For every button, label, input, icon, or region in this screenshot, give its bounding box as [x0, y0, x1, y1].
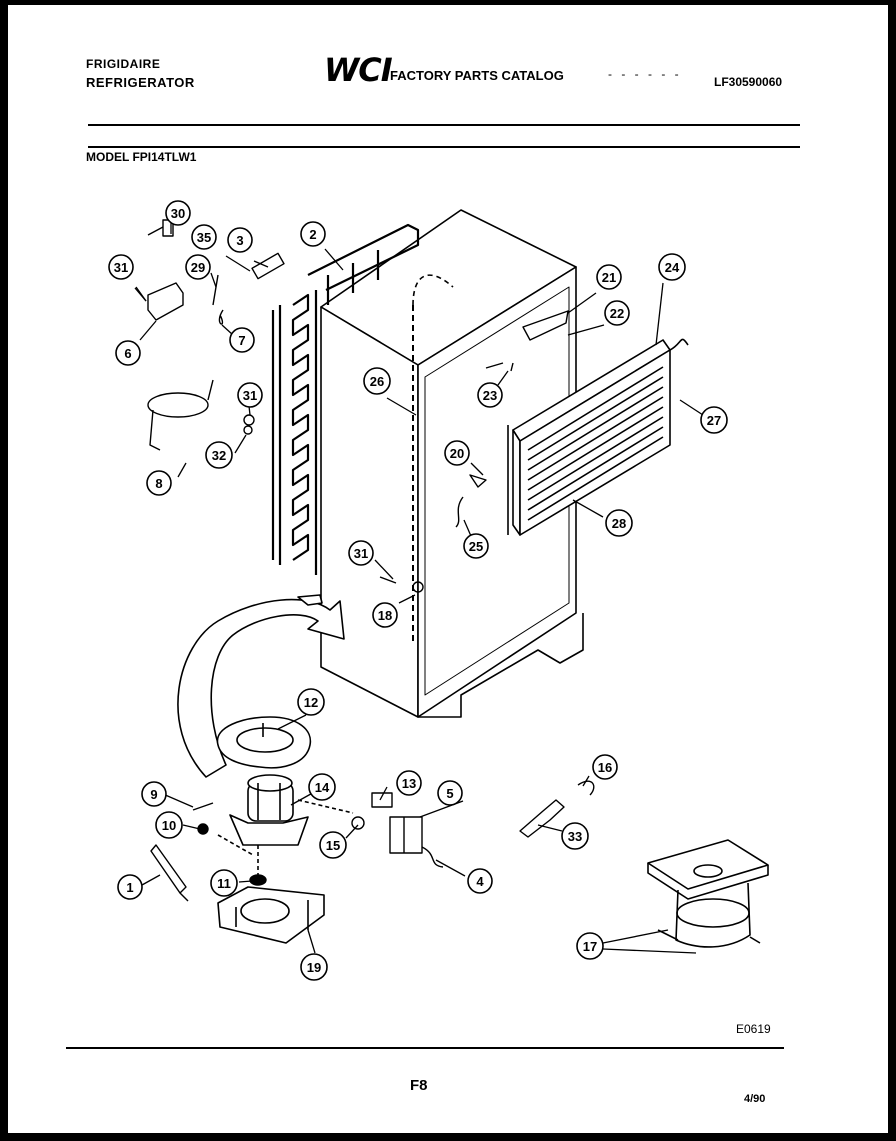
cabinet-drawing	[320, 209, 584, 718]
footer-rule	[66, 1047, 784, 1049]
callout-1: 1	[117, 874, 143, 900]
callout-28: 28	[605, 509, 633, 537]
callout-3: 3	[227, 227, 253, 253]
model-number: MODEL FPI14TLW1	[86, 150, 197, 164]
condenser-coil-drawing	[271, 223, 420, 575]
callout-13: 13	[396, 770, 422, 796]
header-rule-bottom	[88, 146, 800, 148]
callout-18: 18	[372, 602, 398, 628]
svg-text:9: 9	[150, 787, 157, 802]
product-type: REFRIGERATOR	[86, 75, 195, 90]
drawing-code: E0619	[736, 1022, 771, 1036]
compressor-drawing	[217, 774, 354, 877]
leader-lines	[134, 223, 704, 954]
svg-text:29: 29	[191, 260, 205, 275]
callout-9: 9	[141, 781, 167, 807]
callout-22: 22	[604, 300, 630, 326]
callout-4: 4	[467, 868, 493, 894]
svg-text:18: 18	[378, 608, 392, 623]
svg-text:35: 35	[197, 230, 211, 245]
svg-text:4: 4	[476, 874, 484, 889]
callout-25: 25	[463, 533, 489, 559]
svg-text:33: 33	[568, 829, 582, 844]
brand-name: FRIGIDAIRE	[86, 57, 161, 71]
svg-text:31: 31	[243, 388, 257, 403]
page-number: F8	[410, 1077, 428, 1094]
svg-text:17: 17	[583, 939, 597, 954]
svg-text:22: 22	[610, 306, 624, 321]
callout-15: 15	[319, 831, 347, 859]
evaporator-drawing	[507, 338, 689, 536]
svg-text:15: 15	[326, 838, 340, 853]
svg-text:24: 24	[665, 260, 680, 275]
callout-16: 16	[592, 754, 618, 780]
fan-motor-drawing	[647, 839, 769, 948]
svg-text:11: 11	[217, 876, 231, 891]
svg-text:14: 14	[315, 780, 330, 795]
callout-29: 29	[185, 254, 211, 280]
svg-text:31: 31	[354, 546, 368, 561]
callout-32: 32	[205, 441, 233, 469]
wci-logo: WCI	[324, 51, 393, 89]
svg-text:27: 27	[707, 413, 721, 428]
callout-20: 20	[444, 440, 470, 466]
svg-text:20: 20	[450, 446, 464, 461]
compressor-mount-drawing	[217, 886, 325, 944]
svg-text:12: 12	[304, 695, 318, 710]
callout-10: 10	[155, 811, 183, 839]
svg-text:1: 1	[126, 880, 133, 895]
revision-date: 4/90	[744, 1093, 766, 1105]
svg-text:25: 25	[469, 539, 483, 554]
callout-31-top: 31	[108, 254, 134, 280]
callout-31-mid: 31	[237, 382, 263, 408]
svg-text:6: 6	[124, 346, 131, 361]
drain-pan-drawing	[216, 716, 312, 769]
callout-7: 7	[229, 327, 255, 353]
callout-8: 8	[146, 470, 172, 496]
callout-2: 2	[300, 221, 326, 247]
callout-12: 12	[297, 688, 325, 716]
svg-text:8: 8	[155, 476, 162, 491]
svg-text:28: 28	[612, 516, 626, 531]
svg-text:32: 32	[212, 448, 226, 463]
drain-tube-drawing	[177, 594, 345, 778]
callout-14: 14	[308, 773, 336, 801]
callout-30: 30	[165, 200, 191, 226]
svg-text:23: 23	[483, 388, 497, 403]
callout-17: 17	[576, 932, 604, 960]
callout-24: 24	[658, 253, 686, 281]
leader-dashes: - - - - - -	[608, 67, 682, 81]
catalog-title: FACTORY PARTS CATALOG	[390, 68, 564, 83]
svg-text:30: 30	[171, 206, 185, 221]
svg-text:19: 19	[307, 960, 321, 975]
callout-27: 27	[700, 406, 728, 434]
exploded-parts-diagram: 30 35 3 2 31 29 6 7 31 32 8 26 21 24 22 …	[108, 200, 769, 981]
callout-21: 21	[596, 264, 622, 290]
callout-33: 33	[561, 822, 589, 850]
svg-text:26: 26	[370, 374, 384, 389]
callout-35: 35	[191, 224, 217, 250]
svg-text:10: 10	[162, 818, 176, 833]
svg-text:5: 5	[446, 786, 453, 801]
callout-5: 5	[437, 780, 463, 806]
callout-6: 6	[115, 340, 141, 366]
svg-text:7: 7	[238, 333, 245, 348]
callout-31-lower: 31	[348, 540, 374, 566]
catalog-sheet: FRIGIDAIRE REFRIGERATOR WCI FACTORY PART…	[8, 5, 888, 1133]
small-hardware	[135, 219, 569, 593]
catalog-number: LF30590060	[714, 75, 783, 89]
svg-text:21: 21	[602, 270, 616, 285]
callout-26: 26	[363, 367, 391, 395]
header-rule-top	[88, 124, 800, 126]
callout-23: 23	[477, 382, 503, 408]
electrical-parts-drawing	[150, 780, 595, 902]
svg-text:3: 3	[236, 233, 243, 248]
svg-text:13: 13	[402, 776, 416, 791]
svg-text:31: 31	[114, 260, 128, 275]
svg-text:16: 16	[598, 760, 612, 775]
callout-19: 19	[300, 953, 328, 981]
svg-text:2: 2	[309, 227, 316, 242]
callout-11: 11	[210, 869, 238, 897]
